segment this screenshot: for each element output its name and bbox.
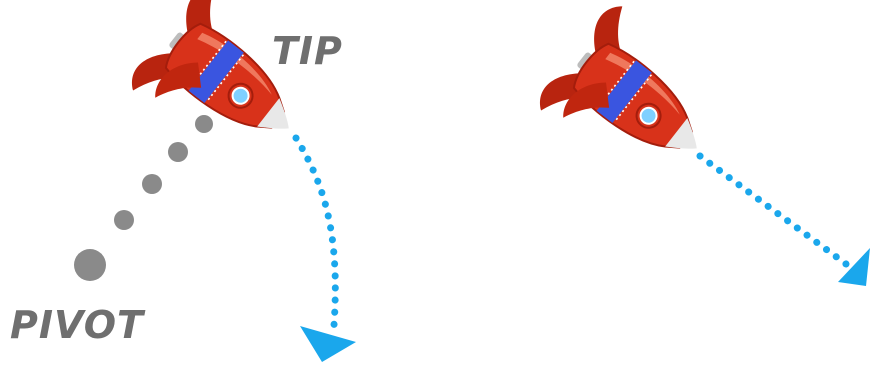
pivot-trail-dot	[168, 142, 188, 162]
pivot-trail-dot	[114, 210, 134, 230]
rocket-icon	[532, 0, 737, 200]
pivot-label: PIVOT	[10, 303, 146, 347]
curved-arrow-path	[296, 138, 335, 325]
pivot-dots	[74, 115, 213, 281]
pivot-trail-dot	[142, 174, 162, 194]
pivot-trail-dot	[195, 115, 213, 133]
pivot-point	[74, 249, 106, 281]
straight-arrow-path	[700, 156, 846, 264]
tip-label: TIP	[272, 29, 343, 73]
arrow-head-icon	[838, 248, 870, 286]
rocket-icon	[124, 0, 329, 180]
arrow-head-icon	[300, 326, 356, 362]
